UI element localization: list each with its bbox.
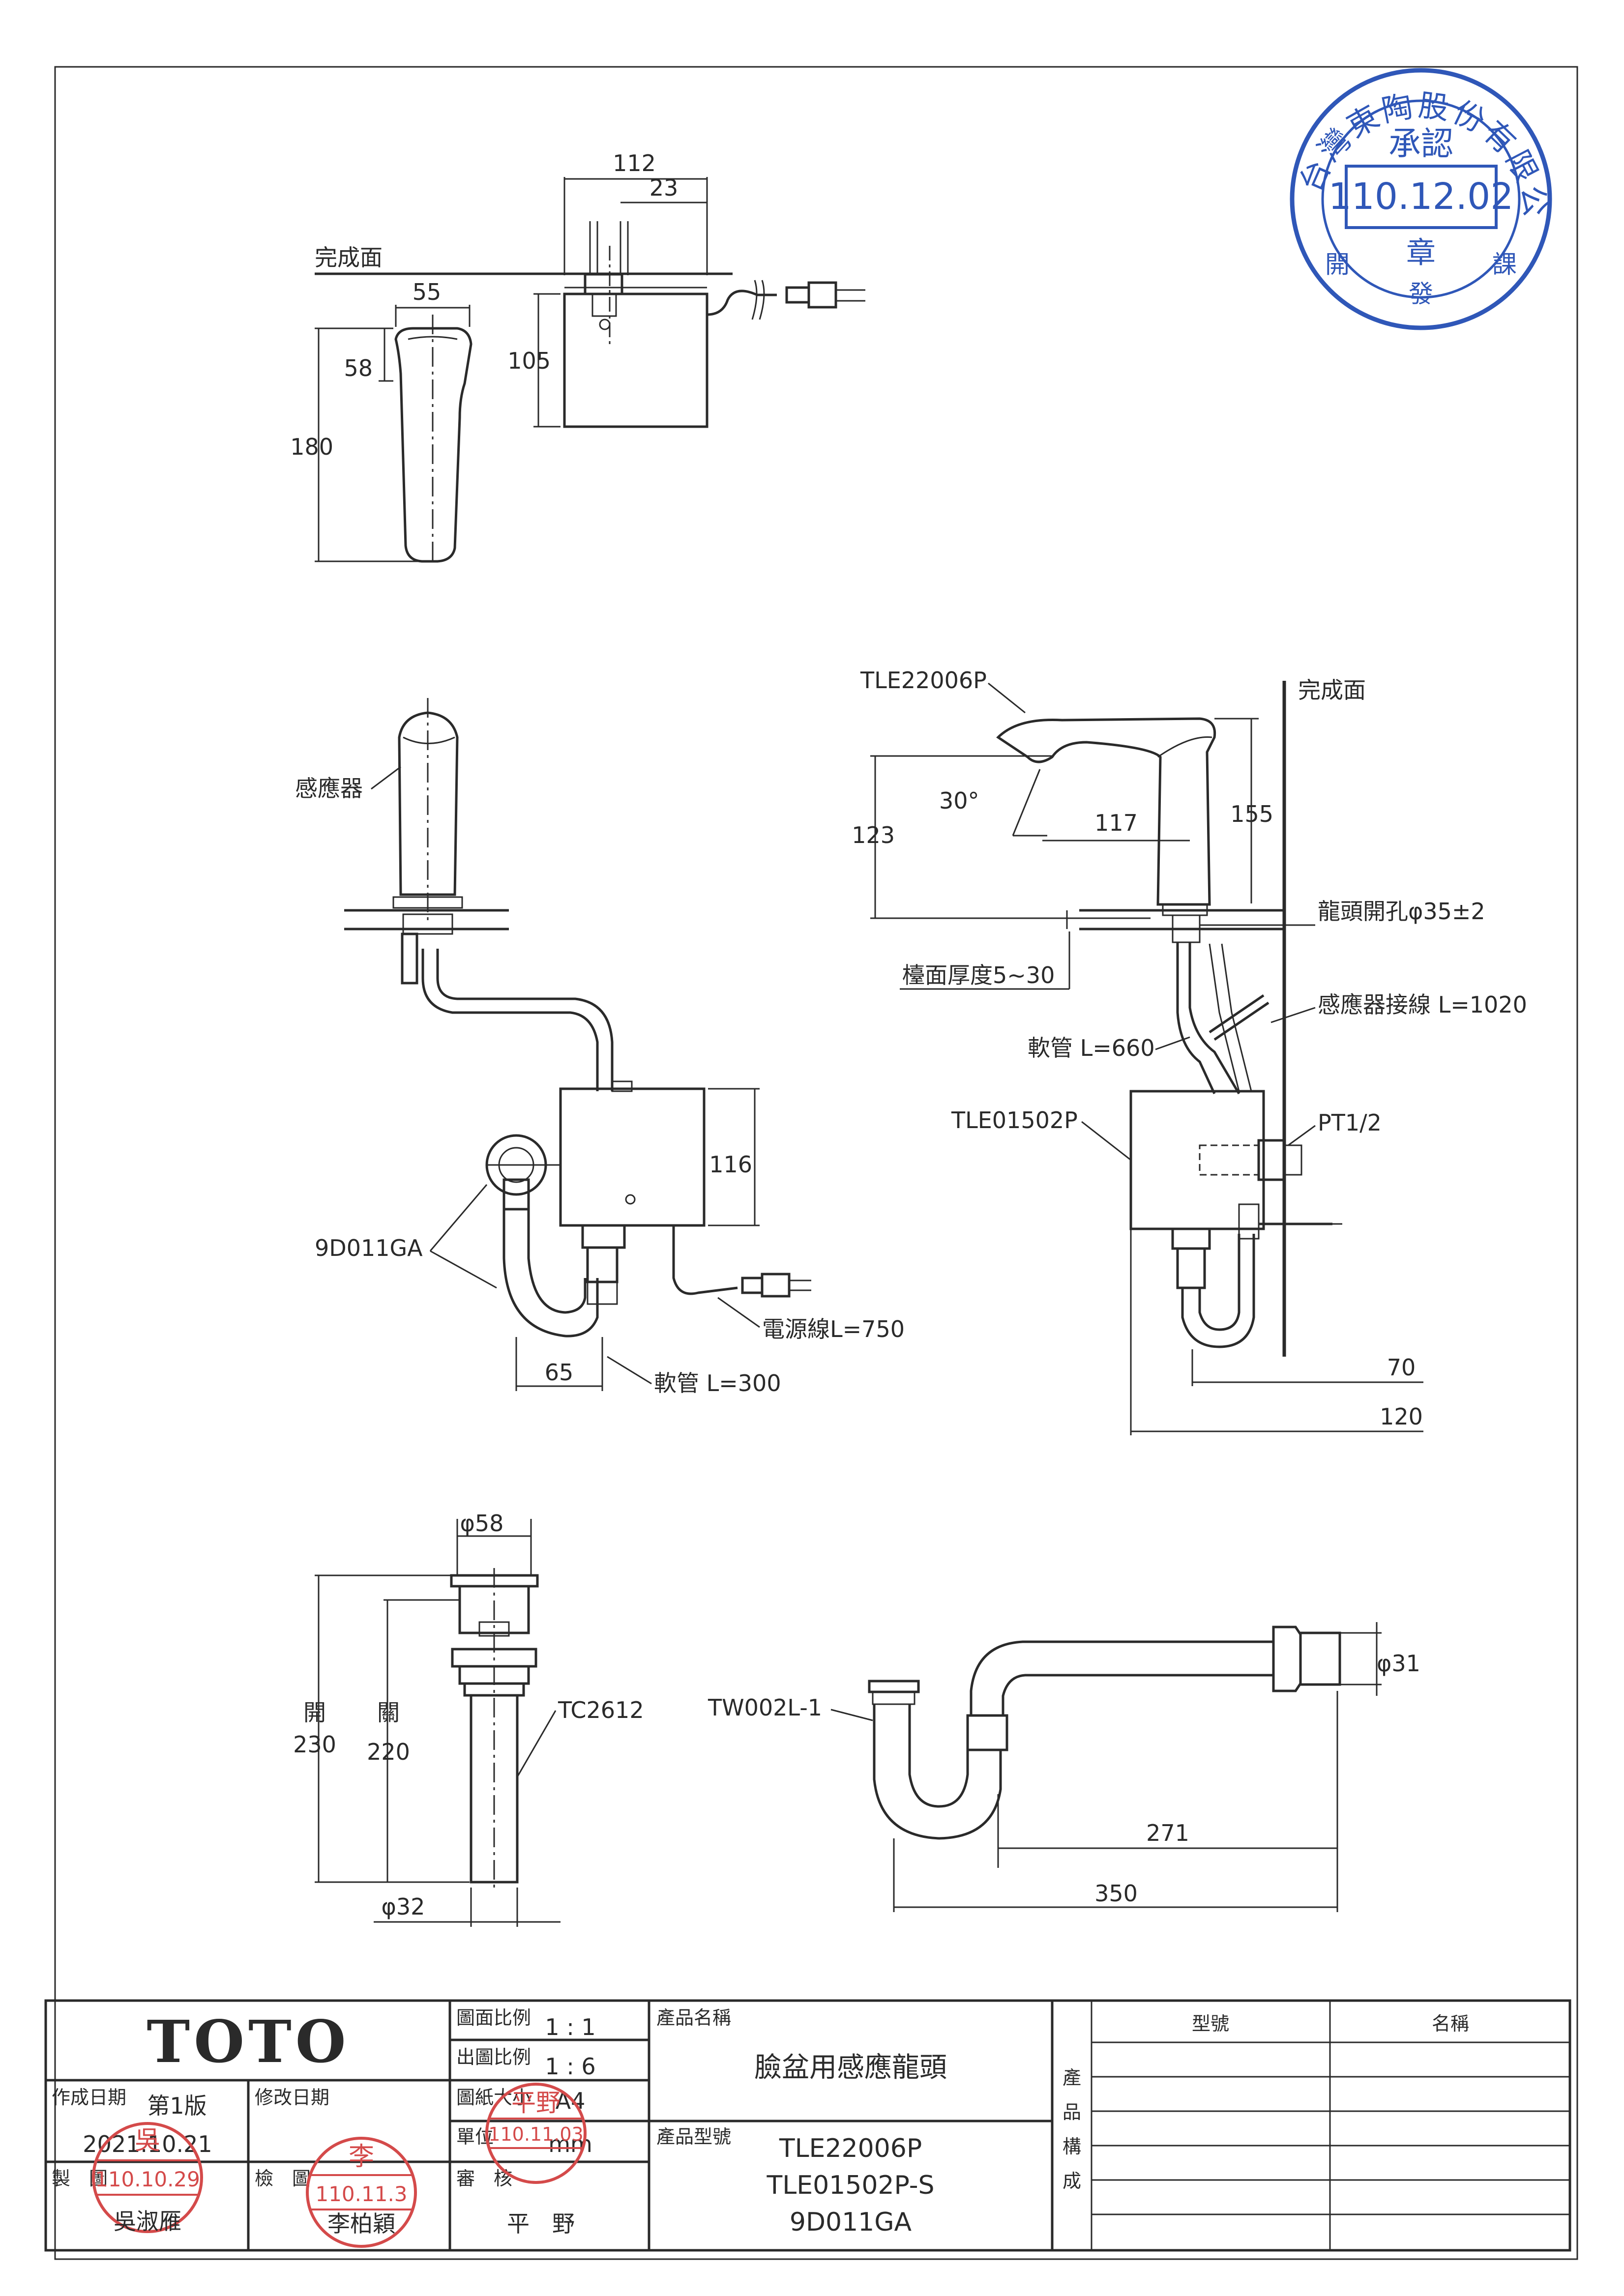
approved-stamp-date: 110.11.03	[488, 2123, 583, 2145]
edition: 第1版	[147, 2093, 207, 2119]
paper-label: 圖紙大小	[456, 2087, 531, 2108]
scale-label: 圖面比例	[456, 2007, 531, 2029]
checked-stamp-name: 李	[349, 2142, 374, 2172]
model-2: TLE01502P-S	[767, 2171, 935, 2200]
control-box-front	[559, 1087, 706, 1227]
label-sensor: 感應器	[295, 775, 363, 802]
composition-1: 產	[1063, 2067, 1081, 2089]
model-1: TLE22006P	[779, 2134, 922, 2163]
label-hole: 龍頭開孔φ35±2	[1318, 898, 1485, 925]
dim-70: 70	[1387, 1354, 1416, 1381]
label-finished-surface-2: 完成面	[1298, 677, 1366, 703]
drain-tail-pipe	[470, 1694, 519, 1884]
drawing-side-assembly: 完成面 TLE22006P 123 155 30° 117 龍頭開孔φ35±2 …	[852, 667, 1527, 1435]
drawn-stamp-date: 110.10.29	[95, 2167, 200, 2191]
dim-230: 230	[293, 1731, 336, 1758]
label-finished-surface-1: 完成面	[315, 244, 383, 271]
label-faucet-model: TLE22006P	[860, 667, 987, 694]
product-model-label: 產品型號	[656, 2126, 731, 2148]
dim-58: 58	[344, 355, 373, 381]
drawn-name: 吳淑雁	[114, 2208, 181, 2235]
stamp-date: 110.12.02	[1329, 175, 1514, 218]
control-box-top-view	[563, 292, 709, 428]
label-thread: PT1/2	[1318, 1109, 1382, 1136]
trap-outer	[873, 1704, 1002, 1840]
dim-112: 112	[613, 150, 656, 176]
label-trap-part: 9D011GA	[315, 1235, 423, 1261]
dim-phi58: φ58	[460, 1510, 504, 1537]
drawing-front-assembly: 感應器 116 9D011GA 電源線L=750	[295, 698, 905, 1396]
dim-105: 105	[507, 348, 551, 374]
control-box-side	[1129, 1090, 1265, 1230]
dim-271: 271	[1146, 1820, 1189, 1846]
label-hose-660: 軟管 L=660	[1028, 1035, 1155, 1061]
label-sensor-cable: 感應器接線 L=1020	[1318, 991, 1527, 1018]
composition-2: 品	[1063, 2101, 1081, 2123]
dim-65: 65	[545, 1359, 574, 1386]
faucet-side	[996, 717, 1216, 906]
label-trap-model: TW002L-1	[708, 1694, 822, 1721]
scale-value: 1 : 1	[545, 2014, 595, 2040]
dim-117: 117	[1094, 810, 1138, 836]
spout-side-profile	[394, 327, 472, 563]
stamp-dept-mid: 發	[1409, 280, 1433, 308]
approved-stamp-name: 平野	[511, 2089, 561, 2117]
drawing-p-trap: TW002L-1 φ31 271 350	[708, 1622, 1420, 1912]
stamp-ring-text: 台灣東陶股份有限公司	[0, 0, 1555, 222]
label-power-cord: 電源線L=750	[762, 1316, 905, 1342]
dim-350: 350	[1094, 1880, 1138, 1907]
dim-55: 55	[413, 279, 442, 305]
created-label: 作成日期	[52, 2087, 126, 2108]
label-hose-300: 軟管 L=300	[654, 1370, 781, 1396]
drawn-label: 製 圖	[52, 2168, 108, 2189]
checked-stamp-date: 110.11.3	[315, 2182, 407, 2206]
checked-name: 李柏穎	[327, 2210, 395, 2237]
dim-155: 155	[1230, 801, 1273, 827]
stamp-dept-left: 開	[1325, 250, 1350, 279]
dim-phi31: φ31	[1377, 1650, 1420, 1677]
label-close: 關	[377, 1699, 400, 1726]
approved-name: 平 野	[507, 2210, 575, 2237]
trap-inner	[908, 1704, 969, 1808]
label-drain-model: TC2612	[558, 1697, 644, 1723]
print-scale-label: 出圖比例	[456, 2046, 531, 2068]
stamp-seal: 章	[1406, 236, 1436, 270]
checked-label: 檢 圖	[255, 2168, 311, 2189]
product-name-label: 產品名稱	[656, 2007, 731, 2029]
revised-label: 修改日期	[255, 2087, 329, 2108]
title-block: TOTO 作成日期 第1版 2021.10.21 修改日期 製 圖 吳 110.…	[44, 1999, 1571, 2252]
dim-phi32: φ32	[382, 1893, 425, 1920]
label-open: 開	[303, 1699, 326, 1726]
dim-220: 220	[367, 1739, 410, 1765]
col-model: 型號	[1192, 2013, 1229, 2034]
dim-120: 120	[1380, 1403, 1423, 1430]
composition-4: 成	[1063, 2170, 1081, 2192]
label-counter-thickness: 檯面厚度5~30	[902, 962, 1055, 988]
dim-23: 23	[650, 174, 679, 201]
dim-123: 123	[852, 822, 895, 848]
model-3: 9D011GA	[790, 2208, 912, 2237]
product-name: 臉盆用感應龍頭	[754, 2052, 947, 2084]
col-name: 名稱	[1432, 2013, 1469, 2034]
dim-180: 180	[290, 434, 333, 460]
toto-logo: TOTO	[147, 2007, 350, 2076]
approval-stamp: 台灣東陶股份有限公司 承認 110.12.02 章 開 發 課	[0, 0, 1555, 330]
stamp-title: 承認	[1388, 125, 1453, 163]
sheet-border	[54, 66, 1578, 2260]
faucet-front	[398, 711, 459, 896]
drawing-top-views: 完成面 55 58 180 112	[290, 150, 865, 565]
drawn-stamp-name: 吳	[135, 2126, 160, 2155]
label-control-model: TLE01502P	[951, 1107, 1078, 1133]
dim-116: 116	[709, 1151, 752, 1178]
stamp-dept-right: 課	[1492, 250, 1517, 279]
print-scale-value: 1 : 6	[545, 2053, 595, 2080]
angle-30: 30°	[939, 787, 979, 814]
drawing-popup-drain: φ58 開 230 關 220 TC2612 φ32	[293, 1510, 644, 1927]
composition-3: 構	[1063, 2136, 1081, 2157]
